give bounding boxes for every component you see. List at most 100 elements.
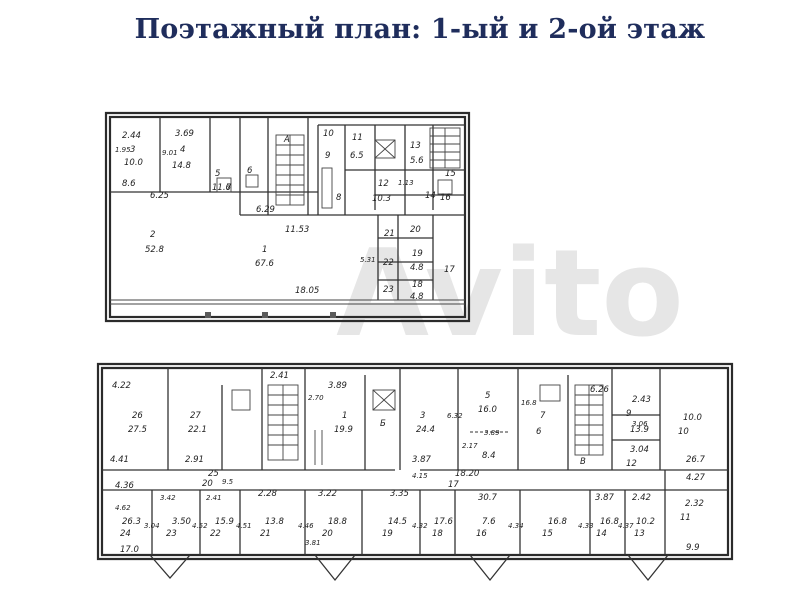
- room-number: 2.32: [685, 499, 704, 509]
- room-number: 12: [378, 179, 389, 189]
- stair-label: 6.26: [590, 385, 610, 395]
- room-number: 13.8: [265, 517, 285, 527]
- stair-label: Б: [380, 419, 386, 429]
- room-number: 27: [190, 411, 201, 421]
- room-number: 23: [383, 285, 394, 295]
- dimension-label: 4.62: [115, 504, 131, 512]
- dimension-label: 3.35: [390, 489, 409, 499]
- room-number: 18.20: [455, 469, 479, 479]
- room-area: 24: [120, 529, 131, 539]
- room-number: 18: [412, 280, 423, 290]
- room-area: 6: [536, 427, 542, 437]
- room-number: 9: [325, 151, 330, 161]
- dimension-label: 18.05: [295, 286, 319, 296]
- room-area: 18: [432, 529, 443, 539]
- room-area: 9: [626, 409, 631, 419]
- room-area: 4.8: [410, 292, 424, 302]
- dimension-label: 6.25: [150, 191, 169, 201]
- dimension-label: 2.28: [258, 489, 278, 499]
- room-number: 20: [410, 225, 421, 235]
- dimension-label: 6.29: [256, 205, 275, 215]
- dimension-label: 1.13: [398, 179, 414, 187]
- room-number: 2.43: [632, 395, 651, 405]
- room-area: 22.1: [188, 425, 207, 435]
- dimension-label: 3.06: [632, 420, 648, 428]
- dimension-label: 11.53: [285, 225, 309, 235]
- dimension-label: 4.32: [412, 522, 428, 530]
- room-area: 10.3: [372, 194, 391, 204]
- stair-label: А: [283, 135, 290, 145]
- dimension-label: 3.22: [318, 489, 337, 499]
- dimension-label: 4.51: [236, 522, 252, 530]
- dimension-label: 5.31: [360, 256, 376, 264]
- room-area: 17: [448, 480, 459, 490]
- dimension-label: 4.34: [508, 522, 524, 530]
- room-number: 3: [130, 145, 135, 155]
- dimension-label: 4.27: [686, 473, 706, 483]
- room-number: 4: [180, 145, 185, 155]
- dimension-label: 3.89: [484, 429, 500, 437]
- watermark: Avito: [336, 225, 684, 364]
- floor-1-plan: 2.44 3.69 3 1.95 10.0 4 14.8 9.01 8.6 6.…: [104, 111, 471, 323]
- dimension-label: 4.22: [112, 381, 131, 391]
- dimension-label: 2.42: [632, 493, 651, 503]
- dimension-label: 4.41: [110, 455, 129, 465]
- room-area: 8.4: [482, 451, 496, 461]
- dimension-label: 1.95: [115, 146, 131, 154]
- room-number: 10.0: [683, 413, 702, 423]
- dimension-label: 30.7: [478, 493, 498, 503]
- room-area: 14.8: [172, 161, 192, 171]
- room-area: 5.6: [410, 156, 424, 166]
- room-number: 14: [425, 191, 436, 201]
- dimension-label: 4.33: [578, 522, 594, 530]
- room-number: 11: [352, 133, 363, 143]
- room-area: 20: [202, 479, 213, 489]
- room-area: 19: [382, 529, 393, 539]
- dimension-label: 9.5: [222, 478, 234, 486]
- room-number: 16: [440, 193, 451, 203]
- room-number: 10: [323, 129, 334, 139]
- room-area: 16.0: [478, 405, 497, 415]
- room-area: 23: [166, 529, 177, 539]
- room-area: 11: [680, 513, 691, 523]
- dimension-label: 3.42: [160, 494, 176, 502]
- room-number: 5: [485, 391, 490, 401]
- room-area: 21: [260, 529, 271, 539]
- dimension-label: 3.04: [144, 522, 160, 530]
- dimension-label: 2.41: [270, 371, 289, 381]
- dimension-label: 3.87: [595, 493, 615, 503]
- dimension-label: 4.52: [192, 522, 208, 530]
- dimension-label: 2.44: [122, 131, 141, 141]
- room-area: 67.6: [255, 259, 275, 269]
- room-number: 7: [540, 411, 546, 421]
- room-area: 24.4: [416, 425, 435, 435]
- room-number: 22: [383, 258, 394, 268]
- dimension-label: 2.91: [185, 455, 204, 465]
- dimension-label: 3.69: [175, 129, 194, 139]
- room-number: 8: [336, 193, 342, 203]
- dimension-label: 16.8: [521, 399, 537, 407]
- dimension-label: 3.87: [412, 455, 432, 465]
- room-number: 7.6: [482, 517, 496, 527]
- room-number: 10.2: [636, 517, 655, 527]
- room-area: 6.5: [350, 151, 364, 161]
- room-number: 13: [410, 141, 421, 151]
- room-area: 14: [596, 529, 607, 539]
- dimension-label: 26.7: [686, 455, 706, 465]
- dimension-label: 13.9: [630, 425, 649, 435]
- dimension-label: 3.81: [305, 539, 321, 547]
- room-area: 12: [626, 459, 637, 469]
- floor-2-plan: 4.22 26 27.5 4.41 27 22.1 2.91 2.41 2.70…: [96, 362, 734, 582]
- room-number: 3.04: [630, 445, 649, 455]
- room-area: 10.0: [124, 158, 143, 168]
- dimension-label: 4.46: [298, 522, 314, 530]
- room-number: 16.8: [548, 517, 568, 527]
- dimension-label: 9.9: [686, 543, 700, 553]
- room-number: 15.9: [215, 517, 234, 527]
- room-number: 17.6: [434, 517, 454, 527]
- room-number: 21: [384, 229, 395, 239]
- dimension-label: 8.6: [122, 179, 136, 189]
- room-area: 16: [476, 529, 487, 539]
- plan-title: Поэтажный план: 1-ый и 2-ой этаж: [134, 14, 706, 45]
